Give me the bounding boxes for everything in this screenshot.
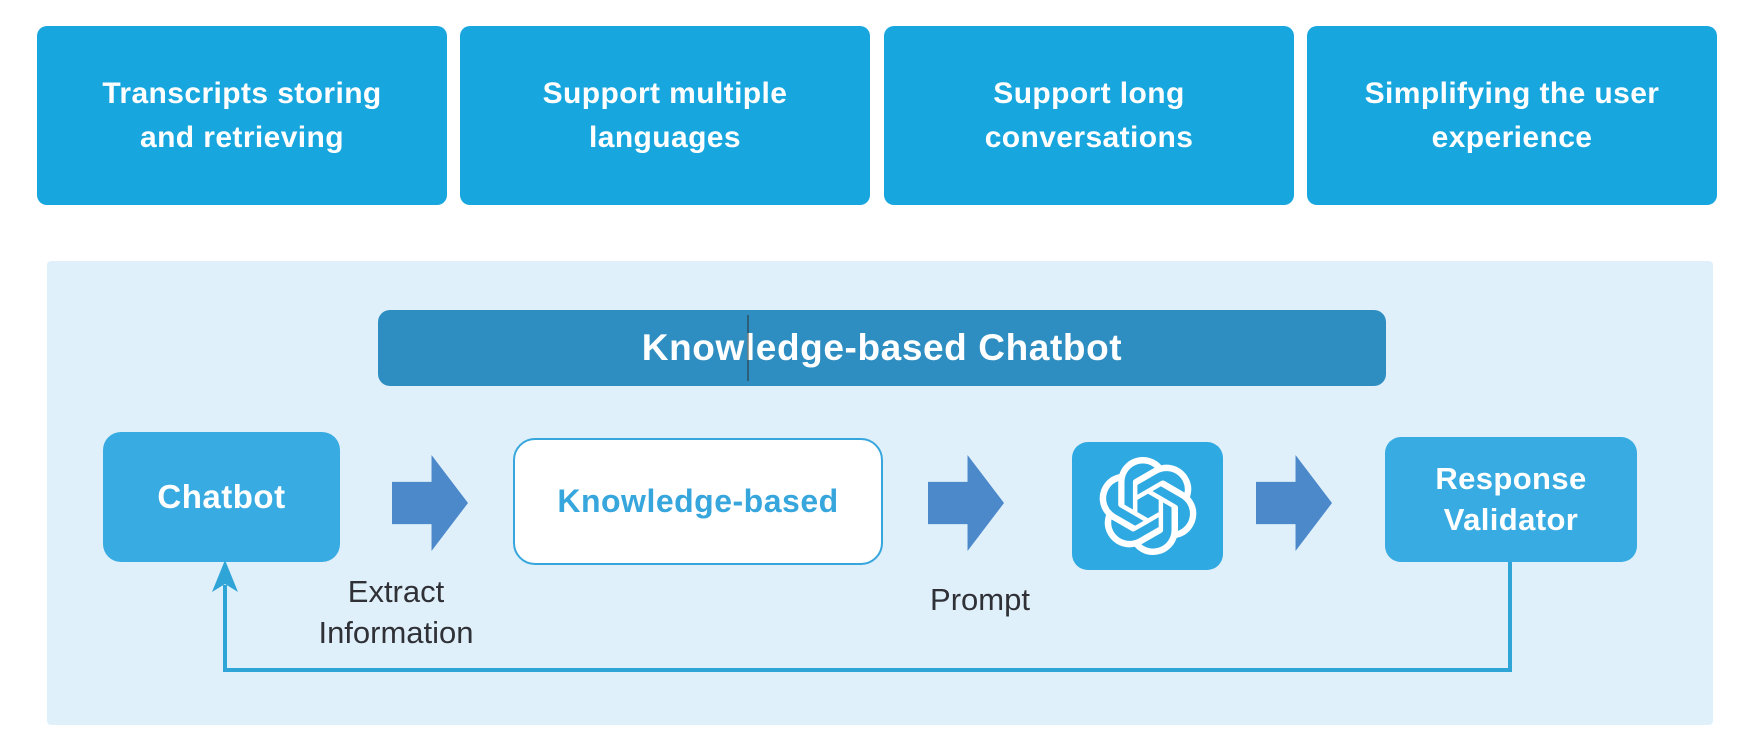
openai-node (1072, 442, 1223, 570)
feature-card-user-experience: Simplifying the user experience (1307, 26, 1717, 205)
feature-card-label: Support long conversations (984, 77, 1194, 154)
feature-card-transcripts: Transcripts storing and retrieving (37, 26, 447, 205)
flow-arrow-icon (392, 455, 468, 551)
feature-card-languages: Support multiple languages (460, 26, 870, 205)
feature-card-label: Simplifying the user experience (1364, 77, 1660, 154)
chatbot-node-label: Chatbot (157, 478, 286, 515)
extract-information-label: Extract Information (318, 574, 474, 650)
knowledge-base-node-label: Knowledge-based (557, 483, 839, 519)
diagram-title-bar: Knowledge-based Chatbot (378, 310, 1386, 386)
flow-arrow-icon (928, 455, 1004, 551)
flow-arrow-icon (1256, 455, 1332, 551)
feature-card-label: Support multiple languages (542, 77, 788, 154)
feature-card-label: Transcripts storing and retrieving (102, 77, 382, 154)
response-validator-node: Response Validator (1385, 437, 1637, 562)
response-validator-node-label: Response Validator (1435, 461, 1587, 537)
text-cursor-artifact (747, 315, 749, 381)
prompt-label: Prompt (930, 582, 1030, 617)
chatbot-node: Chatbot (103, 432, 340, 562)
feature-card-conversations: Support long conversations (884, 26, 1294, 205)
diagram-panel: Knowledge-based Chatbot Chatbot Knowledg… (47, 261, 1713, 725)
diagram-title: Knowledge-based Chatbot (641, 327, 1123, 368)
knowledge-base-node: Knowledge-based (513, 438, 883, 565)
openai-logo-icon (1099, 457, 1196, 555)
